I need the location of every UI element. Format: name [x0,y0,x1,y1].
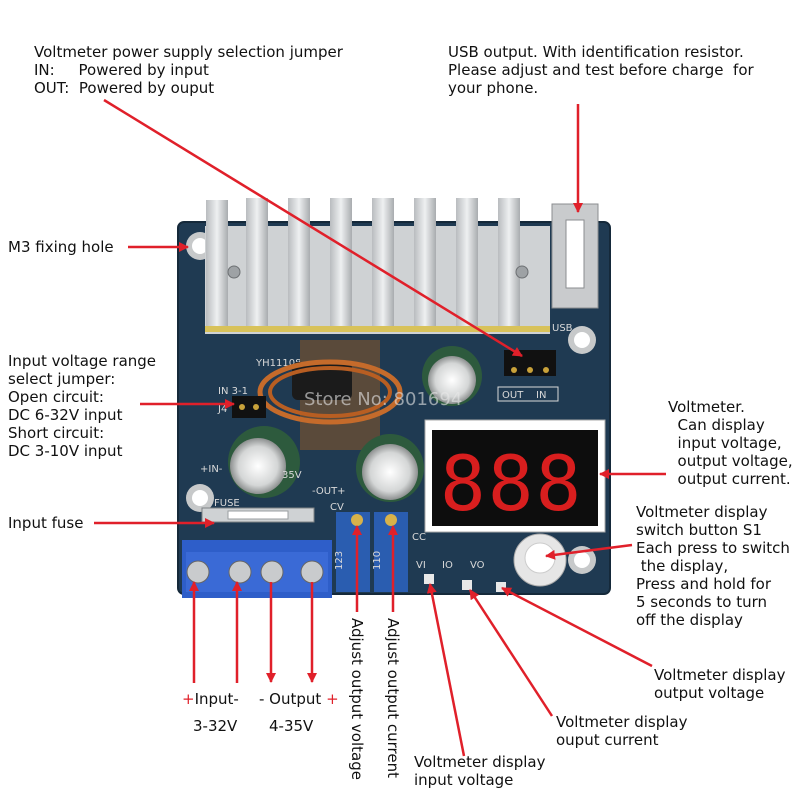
board-plus-in: +IN- [200,464,223,475]
board-io: IO [442,560,453,571]
usb-text: USB output. With identification resistor… [448,43,754,97]
capacitor-right [422,346,482,406]
disp-iout-text: Voltmeter display ouput current [556,713,688,749]
output-label: - Output + [259,690,339,708]
switch-text: Voltmeter display switch button S1 Each … [636,503,790,629]
m3-text: M3 fixing hole [8,238,114,256]
adj-v-text: Adjust output voltage [348,618,366,780]
led-vo [496,582,506,592]
led-io [462,580,472,590]
board-fuse: FUSE [214,498,240,509]
display-digits: 888 [440,439,583,528]
arrow-disp-iout [468,589,554,717]
adj-i-text: Adjust output current [384,618,402,779]
board-in-label: IN [536,390,546,401]
heatsink [205,198,550,334]
arrow-switch [545,543,633,560]
jumper-in-text: IN: Powered by input [34,61,209,79]
board-out-label: OUT [502,390,524,401]
led-display: 888 [424,419,606,533]
input-range-volts: 3-32V [193,717,238,735]
capacitor-left: 35V [228,426,302,498]
input-plus: + [182,690,195,708]
board-model: YH11108 [255,358,301,369]
input-range-text: Input voltage range select jumper: Open … [8,352,157,460]
input-label: +Input- [182,690,239,708]
input-word: Input- [194,690,239,708]
jumper-out-text: OUT: Powered by ouput [34,79,215,97]
pot-voltage: 123 [334,512,370,592]
switch-button-s1 [513,533,567,587]
fuse: FUSE [201,498,315,523]
output-plus: + [326,690,339,708]
board-out-pm: -OUT+ [312,486,346,497]
board-cv: CV [330,502,344,513]
arrow-voltmeter-jumper [103,98,523,358]
watermark: Store No: 801694 [304,389,462,410]
input-range-jumper: IN 3-1 J4 [217,386,266,418]
terminal-block [182,540,332,598]
board-j-in: IN 3-1 [218,386,248,397]
output-range-volts: 4-35V [269,717,314,735]
disp-vin-text: Voltmeter display input voltage [414,753,546,789]
m3-hole-bl [186,484,214,512]
output-word: - Output [259,690,327,708]
board-j4: J4 [217,404,227,415]
usb-port: USB [551,203,599,334]
board-vo: VO [470,560,485,571]
jumper-title: Voltmeter power supply selection jumper [34,43,343,61]
arrow-disp-vout [501,586,653,668]
pot1-label: 123 [334,551,345,570]
board-cc: CC [412,532,426,543]
voltmeter-text: Voltmeter. Can display input voltage, ou… [668,398,793,488]
inductor [257,340,403,450]
board-usb-label: USB [552,323,573,334]
m3-hole-tr [568,326,596,354]
board-vi: VI [416,560,426,571]
disp-vout-text: Voltmeter display output voltage [654,666,786,702]
led-vi [424,574,434,584]
pot-current: 110 [372,512,408,592]
arrow-disp-vin [426,583,466,757]
capacitor-center [356,434,424,502]
fuse-text: Input fuse [8,514,84,532]
cap-code: 35V [282,470,302,481]
pot2-label: 110 [372,551,383,570]
